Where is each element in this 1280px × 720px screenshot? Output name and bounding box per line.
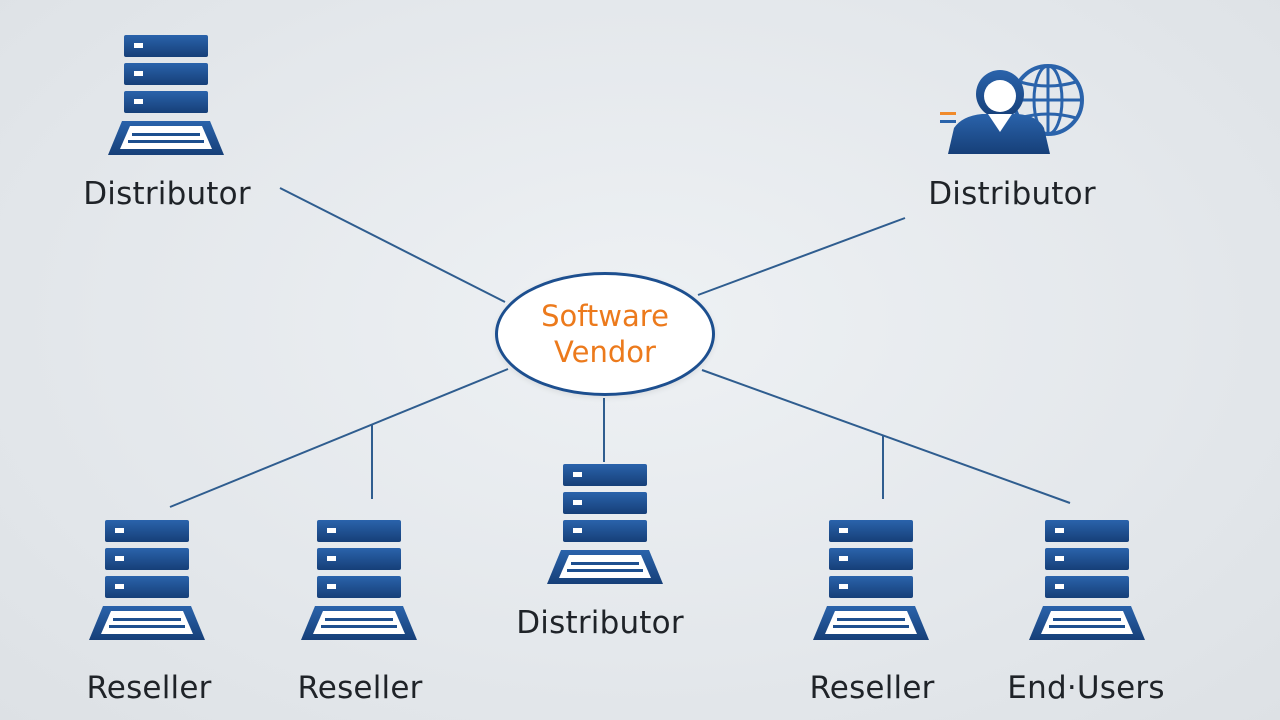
server-icon [547, 464, 663, 584]
server-icon [1029, 520, 1145, 640]
server-icon [108, 35, 224, 155]
line-to-top-right [697, 217, 906, 296]
line-to-bottom-left [169, 368, 509, 508]
server-icon [813, 520, 929, 640]
line-to-top-left [279, 187, 506, 303]
software-vendor-node: Software Vendor [495, 272, 715, 396]
user-globe-icon [940, 64, 1084, 154]
center-line-1: Software [541, 299, 669, 333]
server-icon [89, 520, 205, 640]
node-label-bottom-2: Reseller [297, 670, 423, 706]
server-icon [301, 520, 417, 640]
line-to-bottom-right [701, 369, 1071, 504]
node-label-top-left: Distributor [83, 176, 251, 212]
node-label-bottom-3: Distributor [516, 605, 684, 641]
node-label-bottom-5: End·Users [1007, 670, 1165, 706]
node-label-top-right: Distributor [928, 176, 1096, 212]
node-label-bottom-1: Reseller [86, 670, 212, 706]
connection-lines [169, 187, 1071, 508]
node-label-bottom-4: Reseller [809, 670, 935, 706]
center-line-2: Vendor [554, 335, 656, 369]
